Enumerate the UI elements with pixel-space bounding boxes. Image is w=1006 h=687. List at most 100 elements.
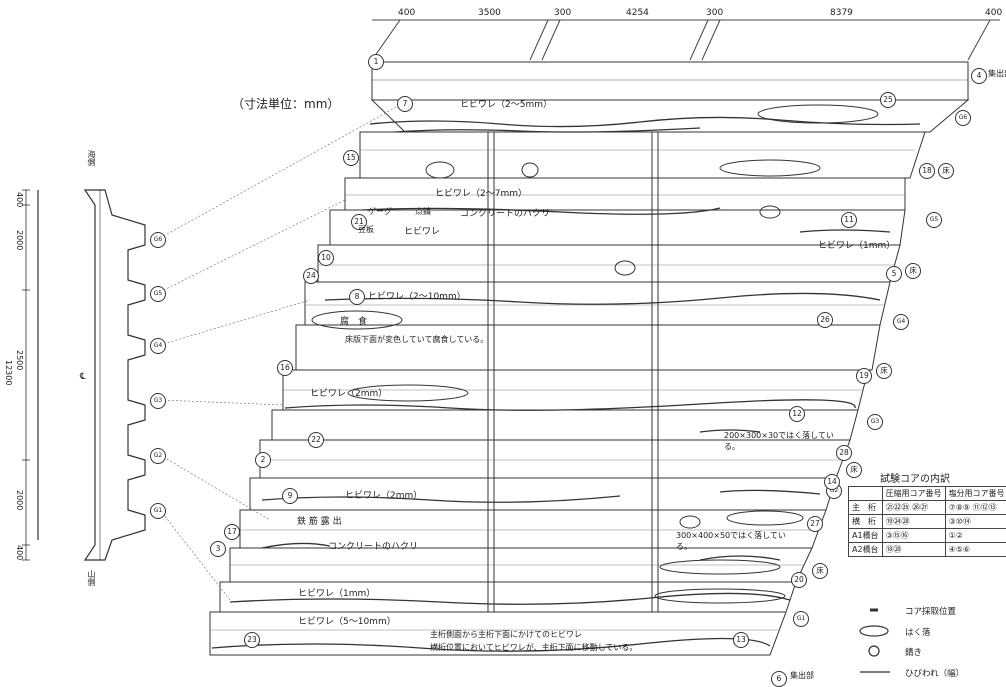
section-dim: 12300 (4, 360, 13, 385)
annotation-corrosion: 腐 食 (340, 314, 367, 327)
legend-row: A1橋台 ③⑮⑯ ①② (849, 529, 1006, 543)
annotation-crack: ヒビワレ（2～10mm） (368, 289, 466, 302)
legend-row: 主 桁 ㉑㉒㉕ ㉖㉗ ⑦⑧⑨ ⑪⑫⑬ (849, 501, 1006, 515)
legend-salt: ⑦⑧⑨ ⑪⑫⑬ (945, 501, 1006, 515)
dim-label: 8379 (830, 8, 853, 18)
section-dim: 2000 (15, 490, 24, 510)
section-dim: 400 (15, 192, 24, 207)
core-number: 11 (841, 212, 857, 228)
annotation-crack: ヒビワレ（2～5mm） (460, 97, 552, 110)
section-girder-tag: G3 (150, 393, 166, 409)
section-girder-tag: G4 (150, 338, 166, 354)
legend-compress: ⑲㉔㉘ (882, 515, 945, 529)
section-girder-tag: G2 (150, 448, 166, 464)
annotation-crack: ヒビワレ（2mm） (345, 488, 422, 501)
annotation-spall: コンクリートのハクリ (460, 206, 550, 219)
legend-compress: ㉑㉒㉕ ㉖㉗ (882, 501, 945, 515)
core-number: 25 (880, 92, 896, 108)
legend-symbol-core: コア採取位置 (905, 605, 956, 617)
legend-symbol-rust: 錆き (905, 646, 922, 658)
core-number: 15 (343, 150, 359, 166)
core-number: 19 (856, 368, 872, 384)
deck-tag: 床 (938, 163, 954, 179)
annotation-crack: ヒビワレ（5～10mm） (298, 614, 396, 627)
annotation-rebar: 鉄 筋 露 出 (297, 514, 342, 527)
legend-salt: ④⑤⑥ (945, 543, 1006, 557)
core-number: 13 (733, 632, 749, 648)
section-girder-tag: G1 (150, 503, 166, 519)
annotation-note: 横桁位置においてヒビワレが、主桁下面に移動している。 (430, 642, 637, 653)
section-dim: 400 (15, 545, 24, 560)
core-number: 18 (919, 163, 935, 179)
core-number: 26 (817, 312, 833, 328)
core-number: 16 (277, 360, 293, 376)
annotation-gauge: ゲーグ (368, 206, 392, 217)
girder-tag: G3 (867, 414, 883, 430)
core-number: 9 (282, 488, 298, 504)
legend-symbol-crack: ひびわれ（幅） (905, 667, 964, 679)
marker-circle: 4 (971, 68, 987, 84)
deck-top (372, 62, 968, 100)
legend-row: 横 桁 ⑲㉔㉘ ③⑩⑭ (849, 515, 1006, 529)
dim-label: 300 (706, 8, 723, 18)
bearing-label: 集出部 (988, 68, 1006, 79)
core-number: 27 (807, 516, 823, 532)
annotation-crack: ヒビワレ (404, 224, 440, 237)
leader-lines (160, 105, 400, 600)
legend-row-name: A2橋台 (849, 543, 883, 557)
annotation-note: 300×400×50ではく落している。 (676, 530, 791, 552)
legend-salt: ①② (945, 529, 1006, 543)
core-number: 5 (886, 266, 902, 282)
girder-tag: G4 (893, 314, 909, 330)
dimension-line (372, 20, 1000, 60)
legend-table: 圧縮用コア番号 塩分用コア番号 主 桁 ㉑㉒㉕ ㉖㉗ ⑦⑧⑨ ⑪⑫⑬ 横 桁 ⑲… (848, 486, 1006, 557)
core-number: 24 (303, 268, 319, 284)
section-dim: 2500 (15, 350, 24, 370)
legend-symbols (860, 610, 890, 672)
legend-salt: ③⑩⑭ (945, 515, 1006, 529)
deck-tag: 床 (905, 263, 921, 279)
legend-header-row: 圧縮用コア番号 塩分用コア番号 (849, 487, 1006, 501)
section-girder-tag: G5 (150, 286, 166, 302)
legend-row: A2橋台 ⑱⑳ ④⑤⑥ (849, 543, 1006, 557)
cross-beams (488, 132, 658, 612)
legend-header: 塩分用コア番号 (945, 487, 1006, 501)
core-number: 8 (349, 289, 365, 305)
dim-label: 400 (398, 8, 415, 18)
section-girder-tag: G6 (150, 232, 166, 248)
bearing-label: 集出部 (790, 670, 814, 681)
section-side-bottom: 山側 (86, 570, 97, 586)
annotation-note: 床版下面が変色していて腐食している。 (345, 334, 488, 345)
annotation-note: 200×300×30ではく落している。 (724, 430, 834, 452)
cross-section (38, 190, 145, 560)
core-number: 7 (397, 96, 413, 112)
annotation-spall: コンクリートのハクリ (328, 539, 418, 552)
legend-compress: ③⑮⑯ (882, 529, 945, 543)
deck-tag: 床 (846, 462, 862, 478)
legend-row-name: 横 桁 (849, 515, 883, 529)
girder-tag: G6 (955, 110, 971, 126)
legend-header: 圧縮用コア番号 (882, 487, 945, 501)
girder-tag: G1 (793, 611, 809, 627)
legend-compress: ⑱⑳ (882, 543, 945, 557)
core-number: 12 (789, 406, 805, 422)
dim-label: 300 (554, 8, 571, 18)
deck-tag: 床 (812, 563, 828, 579)
girder-tag: G5 (926, 212, 942, 228)
annotation-honeycomb: 豆板 (358, 224, 374, 235)
annotation-rust: 点錆 (415, 206, 431, 217)
legend-row-name: A1橋台 (849, 529, 883, 543)
legend-symbol-spall: はく落 (905, 626, 931, 638)
annotation-crack: ヒビワレ（1mm） (298, 586, 375, 599)
legend-row-name: 主 桁 (849, 501, 883, 515)
core-number: 14 (824, 474, 840, 490)
dim-label: 400 (985, 8, 1002, 18)
deck-tag: 床 (876, 363, 892, 379)
marker-circle: 1 (368, 54, 384, 70)
dim-label: 4254 (626, 8, 649, 18)
core-number: 28 (836, 445, 852, 461)
legend-title: 試験コアの内訳 (880, 470, 950, 485)
unit-note: （寸法単位：mm） (232, 95, 339, 112)
section-side-top: 海側 (86, 150, 97, 166)
